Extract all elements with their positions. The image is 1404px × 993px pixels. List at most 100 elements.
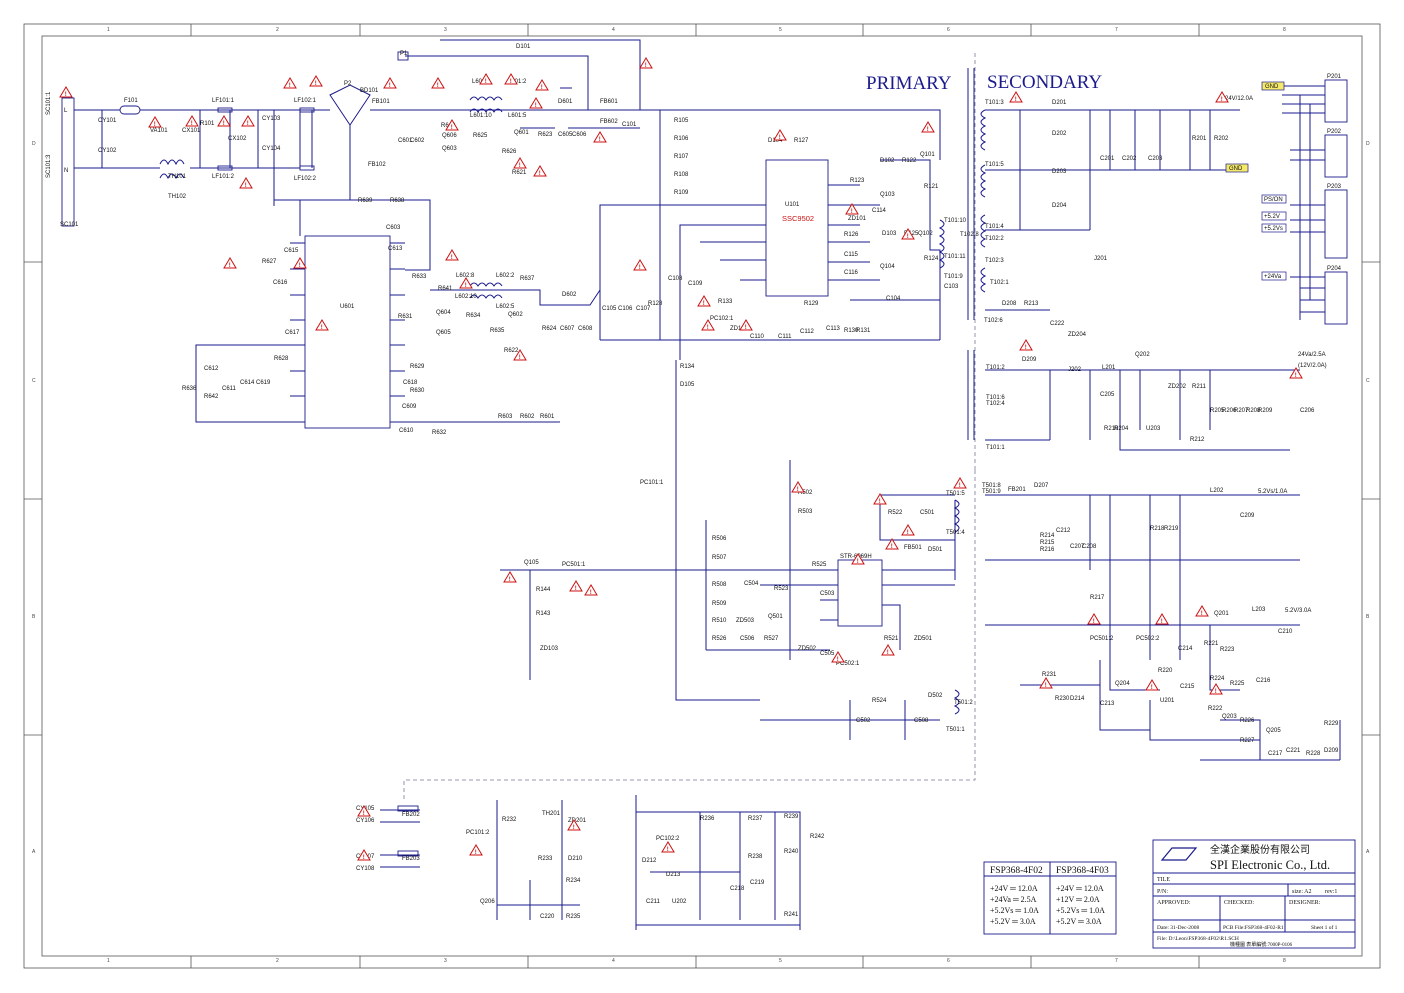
warning-glyph: !: [451, 125, 453, 131]
component-ref: ZD502: [798, 646, 817, 652]
warning-icon: [533, 165, 547, 177]
component-ref: T501:1: [946, 727, 965, 733]
component-ref: T101:5: [985, 162, 1004, 168]
component-ref: C603: [386, 225, 401, 231]
component-ref: C202: [1122, 156, 1137, 162]
component-ref: D209: [1324, 748, 1339, 754]
warning-icon: [953, 477, 967, 489]
component-ref: R131: [856, 328, 871, 334]
warning-glyph: !: [1201, 611, 1203, 617]
component-ref: C104: [886, 296, 901, 302]
svg-text:PS/ON: PS/ON: [1264, 197, 1283, 203]
component-ref: R127: [794, 138, 809, 144]
warning-glyph: !: [575, 586, 577, 592]
border-number: 1: [107, 27, 110, 33]
warning-glyph: !: [519, 163, 521, 169]
component-ref: R622: [504, 348, 519, 354]
warning-glyph: !: [65, 92, 67, 98]
warning-icon: [185, 115, 199, 127]
warning-icon: [309, 75, 323, 87]
warning-icon: [431, 77, 445, 89]
component-ref: ZD102: [730, 326, 749, 332]
component-ref: R238: [748, 854, 763, 860]
component-ref: FB201: [1008, 487, 1026, 493]
sheet-label: Sheet 1 of 1: [1311, 924, 1338, 931]
component-ref: R213: [1024, 301, 1039, 307]
component-ref: R242: [810, 834, 825, 840]
warning-icon: [535, 79, 549, 91]
component-ref: C219: [750, 880, 765, 886]
component-ref: R130: [844, 328, 859, 334]
component-ref: Q601: [514, 130, 529, 136]
component-ref: C210: [1278, 629, 1293, 635]
model-row-col1: +24Va ═ 2.5A: [990, 895, 1037, 904]
out-52vs-label: 5.2Vs/1.0A: [1258, 489, 1287, 495]
component-ref: C114: [872, 208, 887, 214]
component-ref: C615: [284, 248, 299, 254]
inner-frame: [41, 35, 1363, 957]
component-ref: LF101:2: [212, 174, 235, 180]
component-ref: R641: [438, 286, 453, 292]
out-24v-label: 24V/12.0A: [1225, 96, 1253, 102]
warning-icon: [223, 257, 237, 269]
component-ref: FB101: [372, 99, 390, 105]
border-number: 8: [1283, 27, 1286, 33]
component-ref: T102:3: [985, 258, 1004, 264]
warning-icon: [593, 131, 607, 143]
border-letter: B: [32, 614, 36, 620]
warning-glyph: !: [797, 487, 799, 493]
warning-glyph: !: [154, 122, 156, 128]
warning-glyph: !: [837, 657, 839, 663]
component-ref: R217: [1090, 595, 1105, 601]
component-ref: D203: [1052, 169, 1067, 175]
component-ref: C105: [602, 306, 617, 312]
component-ref: C616: [273, 280, 288, 286]
component-ref: TH102: [168, 194, 187, 200]
component-ref: R204: [1114, 426, 1129, 432]
component-ref: D602: [562, 292, 577, 298]
component-ref: R126: [844, 232, 859, 238]
warning-glyph: !: [590, 590, 592, 596]
warning-icon: [697, 295, 711, 307]
component-ref: D101: [516, 44, 531, 50]
warning-icon: [791, 481, 805, 493]
warning-icon: [1145, 679, 1159, 691]
component-ref: R632: [432, 430, 447, 436]
component-ref: C611: [222, 386, 237, 392]
component-ref: L602:2: [496, 273, 515, 279]
component-ref: L601:5: [508, 113, 527, 119]
component-ref: R207: [1234, 408, 1249, 414]
component-ref: Q101: [920, 152, 935, 158]
component-ref: R229: [1324, 721, 1339, 727]
component-ref: Q102: [918, 231, 933, 237]
checked-label: CHECKED:: [1224, 900, 1254, 906]
warning-icon: [1087, 613, 1101, 625]
warning-glyph: !: [857, 559, 859, 565]
component-ref: R639: [358, 198, 373, 204]
component-ref: Q603: [442, 146, 457, 152]
component-ref: R105: [674, 118, 689, 124]
component-ref: R642: [204, 394, 219, 400]
component-ref: FB102: [368, 162, 386, 168]
warning-glyph: !: [485, 79, 487, 85]
border-number: 2: [276, 958, 279, 964]
component-ref: Q104: [880, 264, 895, 270]
border-number: 3: [444, 27, 447, 33]
warning-glyph: !: [891, 544, 893, 550]
component-ref: C504: [744, 581, 759, 587]
component-ref: R129: [804, 301, 819, 307]
component-ref: R219: [1164, 526, 1179, 532]
component-ref: R215: [1040, 540, 1055, 546]
component-ref: R223: [1220, 647, 1235, 653]
component-ref: T101:6: [986, 395, 1005, 401]
warning-glyph: !: [539, 171, 541, 177]
component-ref: R508: [712, 582, 727, 588]
component-ref: R206: [1222, 408, 1237, 414]
component-ref: R205: [1210, 408, 1225, 414]
warning-glyph: !: [315, 81, 317, 87]
component-ref: Q604: [436, 310, 451, 316]
component-ref: R527: [764, 636, 779, 642]
u601-box: [304, 235, 391, 429]
component-ref: R109: [674, 190, 689, 196]
